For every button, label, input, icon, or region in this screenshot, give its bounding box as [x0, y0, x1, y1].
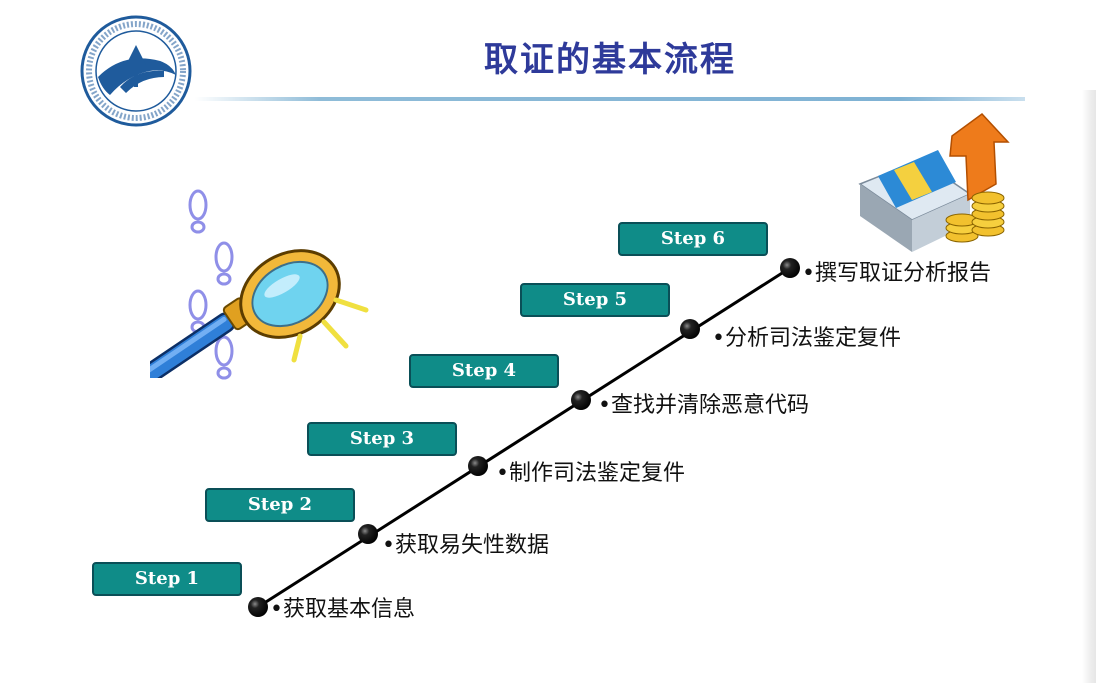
step-6-badge: Step 6	[618, 222, 768, 256]
step-3-label: •制作司法鉴定复件	[496, 461, 685, 486]
step-node-6	[780, 258, 800, 278]
slide-edge-shadow	[1082, 90, 1096, 683]
step-node-2	[358, 524, 378, 544]
title-divider	[195, 97, 1025, 101]
university-seal-icon	[80, 15, 192, 127]
page-title: 取证的基本流程	[484, 40, 736, 80]
step-1-badge: Step 1	[92, 562, 242, 596]
footprints-icon	[188, 189, 234, 380]
step-5-badge: Step 5	[520, 283, 670, 317]
step-2-badge: Step 2	[205, 488, 355, 522]
report-chart-icon	[858, 113, 1010, 252]
step-3-badge: Step 3	[307, 422, 457, 456]
step-2-label: •获取易失性数据	[382, 533, 549, 558]
step-1-label: •获取基本信息	[270, 597, 415, 622]
step-node-1	[248, 597, 268, 617]
magnifying-glass-icon	[150, 249, 369, 378]
step-4-badge: Step 4	[409, 354, 559, 388]
step-5-label: •分析司法鉴定复件	[712, 326, 901, 351]
step-node-3	[468, 456, 488, 476]
step-6-label: •撰写取证分析报告	[802, 261, 991, 286]
step-4-label: •查找并清除恶意代码	[598, 393, 809, 418]
step-node-5	[680, 319, 700, 339]
timeline-line	[257, 266, 791, 609]
step-node-4	[571, 390, 591, 410]
